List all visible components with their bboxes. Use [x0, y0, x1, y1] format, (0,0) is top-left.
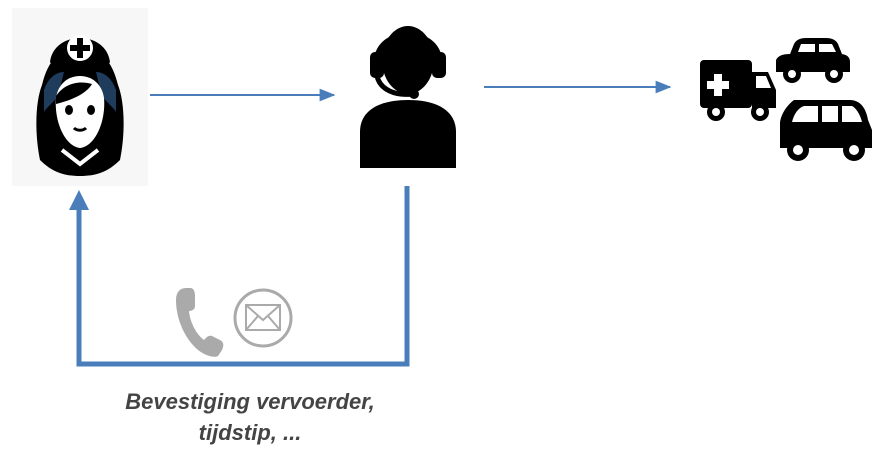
ambulance-icon: [700, 60, 776, 121]
dispatcher-headset-icon: [360, 26, 456, 168]
mail-icon: [233, 288, 293, 348]
car-icon: [776, 38, 850, 83]
caption-line-2: tijdstip, ...: [198, 420, 302, 445]
van-icon: [780, 100, 872, 161]
arrow-dispatcher-to-nurse: [69, 186, 410, 367]
phone-icon: [176, 288, 224, 357]
caption-line-1: Bevestiging vervoerder,: [125, 389, 375, 414]
nurse-icon: [12, 8, 148, 186]
confirmation-caption: Bevestiging vervoerder, tijdstip, ...: [80, 386, 420, 448]
